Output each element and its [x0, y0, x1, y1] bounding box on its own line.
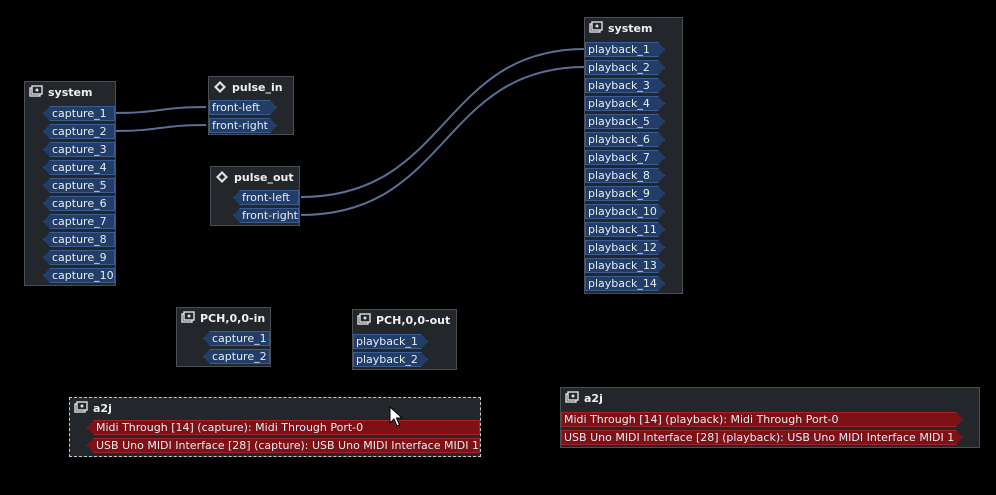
- audio-card-icon: [565, 391, 579, 405]
- port-capture-1[interactable]: capture_1: [203, 331, 270, 346]
- port-playback-8[interactable]: playback_8: [585, 168, 665, 183]
- port-capture-6[interactable]: capture_6: [43, 196, 115, 211]
- port-capture-1[interactable]: capture_1: [43, 106, 115, 121]
- group-title: a2j: [584, 391, 603, 405]
- port-playback-7[interactable]: playback_7: [585, 150, 665, 165]
- port-playback-2[interactable]: playback_2: [353, 352, 428, 367]
- group-header[interactable]: a2j: [561, 388, 979, 408]
- group-title: pulse_out: [234, 170, 294, 184]
- audio-card-icon: [181, 311, 195, 325]
- group-a2j-playback[interactable]: a2j Midi Through [14] (playback): Midi T…: [560, 387, 980, 448]
- group-title: a2j: [93, 401, 112, 415]
- port-capture-9[interactable]: capture_9: [43, 250, 115, 265]
- port-playback-6[interactable]: playback_6: [585, 132, 665, 147]
- port-playback-14[interactable]: playback_14: [585, 276, 665, 291]
- wire-capture2-frontright[interactable]: [113, 124, 207, 132]
- group-system-playback[interactable]: system playback_1 playback_2 playback_3 …: [584, 17, 683, 294]
- group-pulse-in[interactable]: pulse_in front-left front-right: [208, 76, 294, 135]
- port-capture-4[interactable]: capture_4: [43, 160, 115, 175]
- port-playback-12[interactable]: playback_12: [585, 240, 665, 255]
- audio-card-icon: [357, 313, 371, 327]
- port-front-left[interactable]: front-left: [233, 190, 299, 205]
- group-header[interactable]: system: [585, 18, 682, 38]
- port-capture-7[interactable]: capture_7: [43, 214, 115, 229]
- diamond-app-icon: [215, 170, 229, 184]
- group-system-capture[interactable]: system capture_1 capture_2 capture_3 cap…: [24, 81, 116, 286]
- wire-frontright-playback2[interactable]: [300, 66, 586, 216]
- port-capture-10[interactable]: capture_10: [43, 268, 115, 283]
- port-capture-2[interactable]: capture_2: [203, 349, 270, 364]
- wire-frontleft-playback1[interactable]: [300, 48, 586, 198]
- port-playback-1[interactable]: playback_1: [353, 334, 428, 349]
- wire-capture1-frontleft[interactable]: [113, 106, 207, 114]
- port-playback-3[interactable]: playback_3: [585, 78, 665, 93]
- audio-card-icon: [589, 21, 603, 35]
- group-title: system: [608, 21, 653, 35]
- port-capture-5[interactable]: capture_5: [43, 178, 115, 193]
- port-playback-9[interactable]: playback_9: [585, 186, 665, 201]
- port-playback-1[interactable]: playback_1: [585, 42, 665, 57]
- port-midi-through-playback[interactable]: Midi Through [14] (playback): Midi Throu…: [561, 412, 963, 427]
- group-pch-out[interactable]: PCH,0,0-out playback_1 playback_2: [352, 309, 457, 370]
- group-title: pulse_in: [232, 80, 283, 94]
- group-title: PCH,0,0-out: [376, 313, 451, 327]
- port-front-right[interactable]: front-right: [233, 208, 299, 223]
- group-header[interactable]: pulse_in: [209, 77, 293, 97]
- group-header[interactable]: system: [25, 82, 115, 102]
- mouse-pointer-icon: [389, 406, 403, 427]
- group-header[interactable]: pulse_out: [211, 167, 299, 187]
- port-usb-uno-playback[interactable]: USB Uno MIDI Interface [28] (playback): …: [561, 430, 963, 445]
- port-playback-2[interactable]: playback_2: [585, 60, 665, 75]
- group-header[interactable]: a2j: [70, 398, 480, 418]
- port-playback-11[interactable]: playback_11: [585, 222, 665, 237]
- group-title: PCH,0,0-in: [200, 311, 266, 325]
- audio-card-icon: [74, 401, 88, 415]
- audio-card-icon: [29, 85, 43, 99]
- port-playback-10[interactable]: playback_10: [585, 204, 665, 219]
- port-capture-2[interactable]: capture_2: [43, 124, 115, 139]
- group-a2j-capture[interactable]: a2j Midi Through [14] (capture): Midi Th…: [69, 397, 481, 457]
- group-title: system: [48, 85, 93, 99]
- group-header[interactable]: PCH,0,0-in: [177, 308, 270, 328]
- group-pch-in[interactable]: PCH,0,0-in capture_1 capture_2: [176, 307, 271, 367]
- diamond-app-icon: [213, 80, 227, 94]
- port-front-right[interactable]: front-right: [209, 118, 277, 133]
- group-header[interactable]: PCH,0,0-out: [353, 310, 456, 330]
- port-playback-5[interactable]: playback_5: [585, 114, 665, 129]
- port-capture-8[interactable]: capture_8: [43, 232, 115, 247]
- group-pulse-out[interactable]: pulse_out front-left front-right: [210, 166, 300, 226]
- port-front-left[interactable]: front-left: [209, 100, 277, 115]
- port-playback-4[interactable]: playback_4: [585, 96, 665, 111]
- port-capture-3[interactable]: capture_3: [43, 142, 115, 157]
- port-midi-through-capture[interactable]: Midi Through [14] (capture): Midi Throug…: [87, 420, 480, 435]
- port-playback-13[interactable]: playback_13: [585, 258, 665, 273]
- port-usb-uno-capture[interactable]: USB Uno MIDI Interface [28] (capture): U…: [87, 438, 480, 453]
